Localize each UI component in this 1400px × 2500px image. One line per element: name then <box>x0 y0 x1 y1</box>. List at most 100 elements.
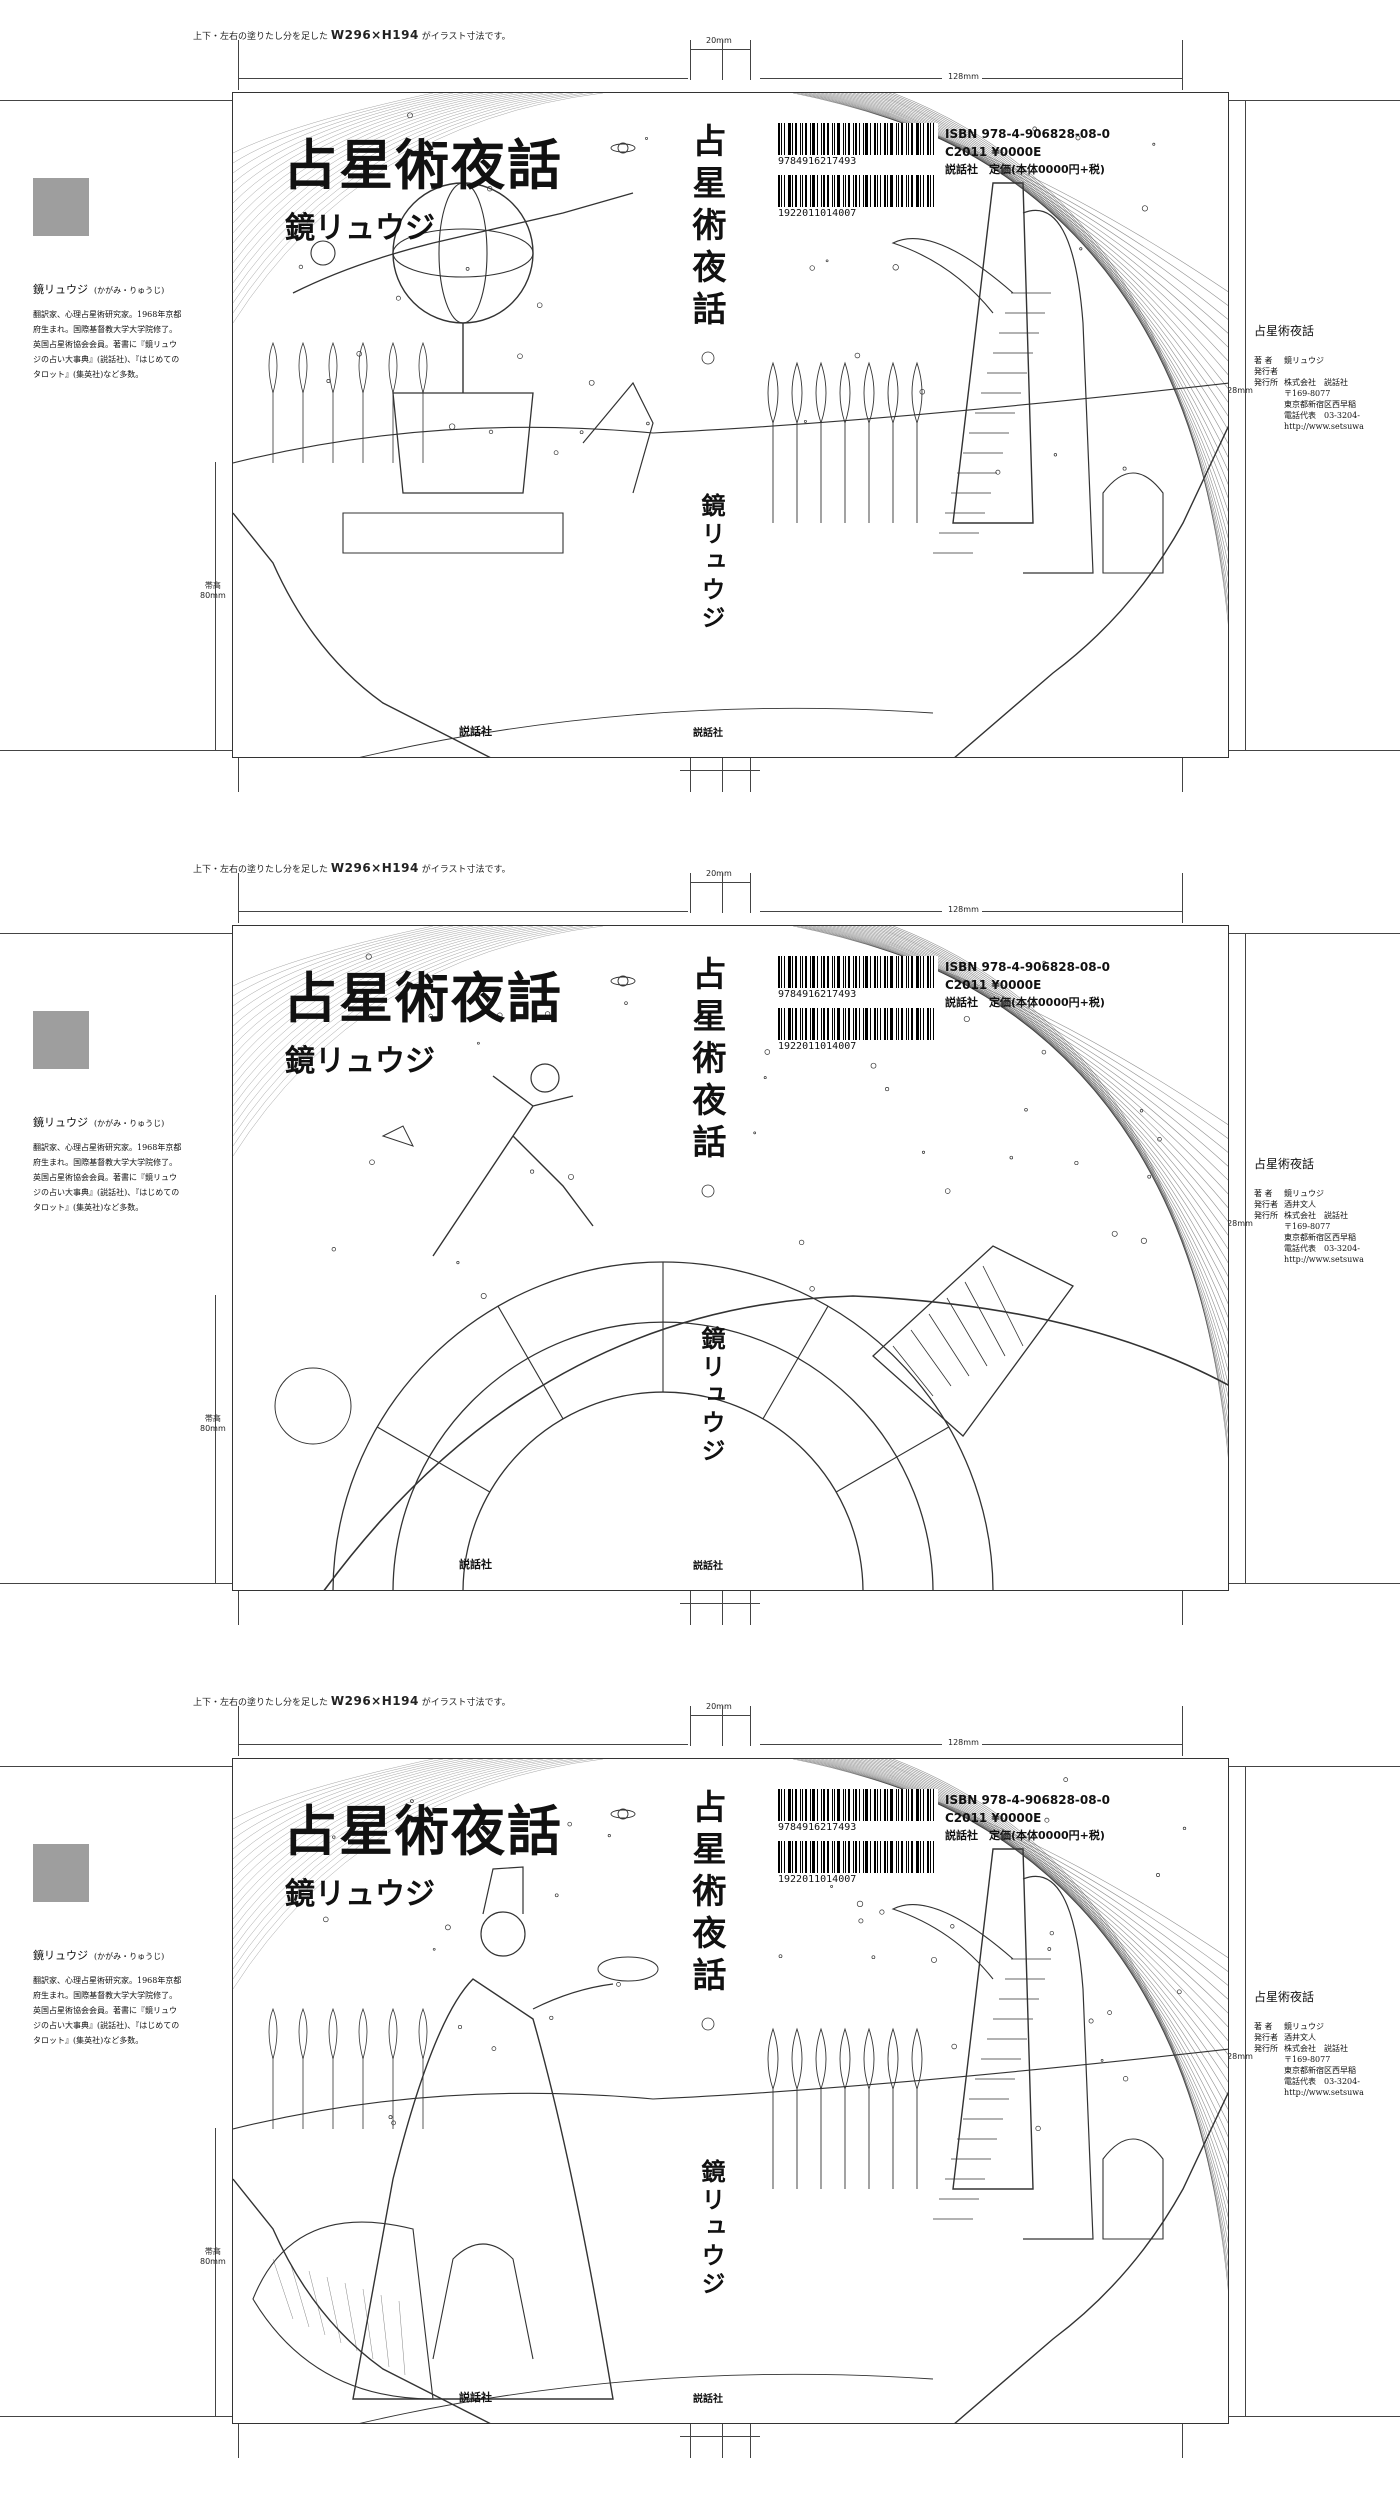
barcode-bar <box>788 175 791 207</box>
cover-dim-line <box>982 78 1182 79</box>
barcode-bar <box>802 1008 803 1040</box>
barcode-bar <box>832 1841 833 1873</box>
barcode-bar <box>865 175 868 207</box>
barcode-bar <box>795 1008 797 1040</box>
cover-height-label: 128mm <box>1222 1219 1253 1228</box>
barcode-bar <box>788 1841 791 1873</box>
barcode-bar <box>933 1008 934 1040</box>
crop-mark <box>750 40 751 80</box>
barcode-bar <box>821 1789 822 1821</box>
isbn-block: ISBN 978-4-906828-08-0 C2011 ¥0000E 説話社 … <box>945 125 1110 179</box>
barcode-bar <box>927 175 929 207</box>
barcode-bar <box>887 956 888 988</box>
barcode-bar <box>853 1841 854 1873</box>
author-photo-placeholder <box>33 1011 89 1069</box>
isbn-price: 定価(本体0000円+税) <box>989 996 1105 1009</box>
barcode-bar <box>823 1841 825 1873</box>
barcode-bar <box>880 1008 881 1040</box>
colophon-extra-line: 電話代表 03-3204- <box>1284 1244 1360 1253</box>
colophon-key: 発行者 <box>1254 2033 1278 2042</box>
barcode-bar <box>906 1008 907 1040</box>
barcode-bar <box>821 956 822 988</box>
barcode-bar <box>853 1789 854 1821</box>
crop-mark <box>722 2418 723 2458</box>
colophon-key: 発行者 <box>1254 1200 1278 1209</box>
band-height-label: 帯高 80mm <box>200 581 226 600</box>
barcode-bar <box>834 956 835 988</box>
barcode-bar <box>855 123 857 155</box>
colophon-extra-line: http://www.setsuwa <box>1284 422 1364 431</box>
barcode-bar <box>859 1008 860 1040</box>
barcode-bar <box>920 175 921 207</box>
barcode-bar <box>832 1008 833 1040</box>
barcode-bar <box>843 1008 844 1040</box>
barcode-bar <box>810 175 811 207</box>
barcode-bar <box>908 1789 909 1821</box>
cover-width-label: 128mm <box>948 1738 979 1747</box>
barcode-bar <box>898 1008 899 1040</box>
isbn-block: ISBN 978-4-906828-08-0 C2011 ¥0000E 説話社 … <box>945 958 1110 1012</box>
front-publisher: 説話社 <box>459 2391 492 2404</box>
barcode-bar <box>812 1789 815 1821</box>
barcode-bar <box>784 175 785 207</box>
colophon: 占星術夜話 著 者鏡リュウジ発行者酒井文人発行所株式会社 説話社 〒169-80… <box>1254 1155 1374 1265</box>
crop-mark <box>690 752 691 792</box>
barcode-bar <box>863 1841 864 1873</box>
spine-dim-line <box>690 49 750 50</box>
cover-illustration <box>233 1759 1228 2423</box>
barcode-bar <box>792 123 793 155</box>
barcode-bar <box>837 1008 840 1040</box>
barcode-bar <box>859 1841 860 1873</box>
colophon-extra-line: 電話代表 03-3204- <box>1284 2077 1360 2086</box>
colophon-row: 発行者酒井文人 <box>1254 1199 1374 1210</box>
colophon-value: 酒井文人 <box>1284 2033 1316 2042</box>
barcode-bar <box>901 956 903 988</box>
barcode-bar <box>778 1789 780 1821</box>
barcode-bar <box>927 123 929 155</box>
note-size: W296×H194 <box>330 28 419 42</box>
barcode-bar <box>874 956 876 988</box>
barcode-bar <box>874 1789 876 1821</box>
barcode-bar <box>853 956 854 988</box>
barcode-bar <box>898 175 899 207</box>
barcode-bar <box>890 1789 893 1821</box>
barcode-bar <box>901 123 903 155</box>
barcode-bar <box>855 1789 857 1821</box>
colophon-value: 鏡リュウジ <box>1284 1189 1324 1198</box>
spine: 占星術夜話 鏡リュウジ 説話社 <box>673 93 743 757</box>
barcode-area: 9784916217493 1922011014007 <box>778 1789 938 1885</box>
barcode-bar <box>817 1841 818 1873</box>
barcode-bar <box>795 123 797 155</box>
barcode-bar <box>906 1841 907 1873</box>
colophon-row: 発行者 <box>1254 366 1374 377</box>
barcode-bar <box>863 1008 864 1040</box>
crop-mark <box>238 40 239 90</box>
height-dim-line <box>1245 100 1246 750</box>
colophon-value: 酒井文人 <box>1284 1200 1316 1209</box>
sketch-lines <box>233 1759 1228 2423</box>
barcode-bar <box>927 1789 929 1821</box>
crop-mark <box>1182 1585 1183 1625</box>
colophon-extra-line: 〒169-8077 <box>1284 2055 1331 2064</box>
crop-mark <box>722 40 723 80</box>
profile-bio: 翻訳家、心理占星術研究家。1968年京都府生まれ。国際基督教大学大学院修了。英国… <box>33 1143 182 1212</box>
crop-mark <box>238 2418 239 2458</box>
crop-mark <box>680 2436 760 2437</box>
barcode-bar <box>896 1841 897 1873</box>
barcode-bar <box>848 956 850 988</box>
crop-mark <box>1182 1706 1183 1756</box>
barcode-bar <box>890 1841 893 1873</box>
barcode-bar <box>877 175 878 207</box>
spine: 占星術夜話 鏡リュウジ 説話社 <box>673 926 743 1590</box>
colophon-extra-line: 〒169-8077 <box>1284 389 1331 398</box>
barcode-bar <box>870 123 871 155</box>
barcode-bar <box>906 1789 907 1821</box>
colophon-extra-line: 東京都新宿区西早稲 <box>1284 1233 1356 1242</box>
barcode-bar <box>784 1008 785 1040</box>
barcode-bar <box>800 1789 801 1821</box>
barcode-bar <box>887 123 888 155</box>
barcode-bar <box>908 123 909 155</box>
barcode-bar <box>908 175 909 207</box>
barcode-bar <box>911 1841 913 1873</box>
barcode-bar <box>802 175 803 207</box>
